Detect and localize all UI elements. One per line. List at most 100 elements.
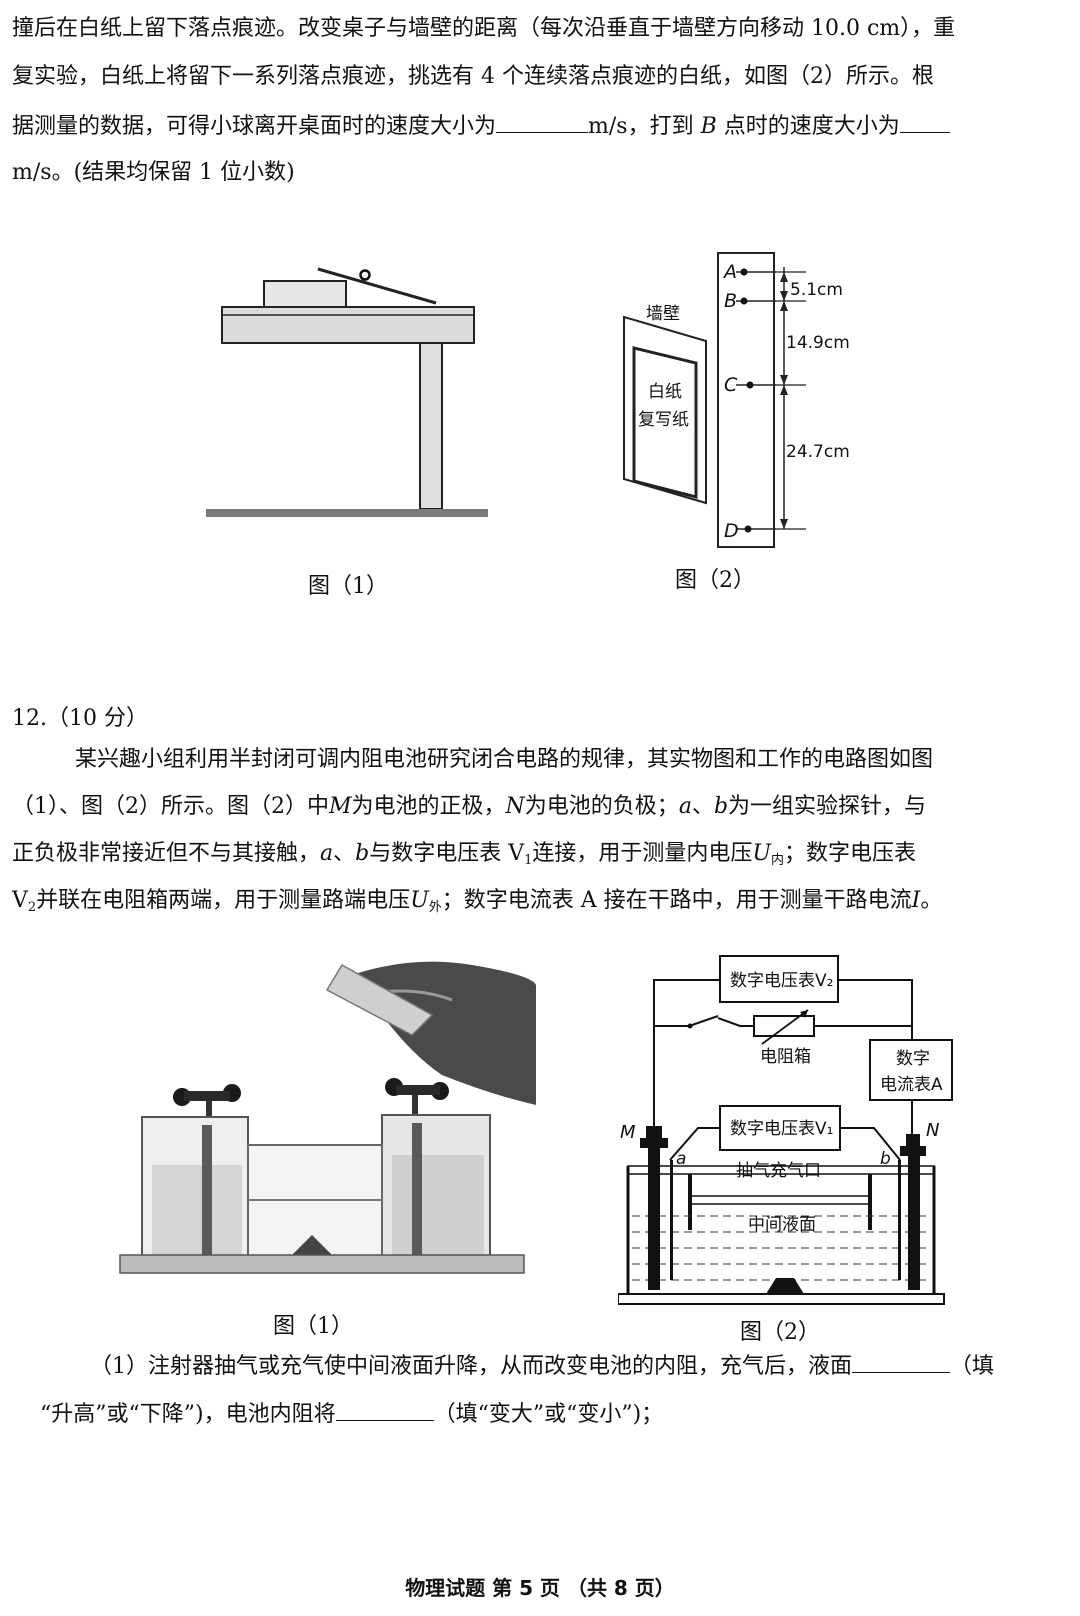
- wall-panel: 墙壁 白纸 复写纸: [623, 304, 707, 505]
- q12-line-3: 正负极非常接近但不与其接触，a、b与数字电压表 V1连接，用于测量内电压U内；数…: [12, 839, 916, 876]
- base-tray: [119, 1254, 525, 1274]
- p11-unit-1: m/s，打到: [588, 114, 694, 139]
- page-footer: 物理试题 第 5 页 （共 8 页）: [405, 1576, 675, 1600]
- glass-cell: [141, 1114, 491, 1258]
- a-symbol-2: a: [320, 841, 334, 866]
- fig11-2-caption: 图（2）: [675, 568, 755, 593]
- fig12-1-caption: 图（1）: [273, 1314, 353, 1339]
- dimension-lines: 5.1cm 14.9cm 24.7cm: [774, 267, 850, 530]
- wall-label: 墙壁: [646, 304, 680, 324]
- answer-blank-resistance[interactable]: [335, 1398, 434, 1421]
- q12-l4-text-2: ；数字电流表 A 接在干路中，用于测量干路电流: [441, 888, 912, 913]
- electrode-m: M: [620, 1122, 668, 1290]
- q12-1-text: （1）注射器抽气或充气使中间液面升降，从而改变电池的内阻，充气后，液面: [90, 1354, 852, 1379]
- q12-l4-text-3: 。: [920, 888, 943, 913]
- voltmeter-v2: 数字电压表V₂: [719, 955, 839, 1003]
- fig12-2-caption: 图（2）: [740, 1320, 820, 1345]
- q12-l2-text-4: 、: [691, 794, 714, 819]
- answer-blank-liquid-level[interactable]: [852, 1350, 950, 1373]
- q12-l2-text-3: 为电池的负极；: [524, 794, 679, 819]
- v2-symbol: V: [12, 888, 28, 913]
- u-inner-subscript: 内: [770, 853, 784, 868]
- q12-l3-text-2: 、: [333, 841, 356, 866]
- gas-inlet-label: 抽气充气口: [736, 1161, 821, 1181]
- p11-line-1: 撞后在白纸上留下落点痕迹。改变桌子与墙壁的距离（每次沿垂直于墙壁方向移动 10.…: [12, 16, 956, 41]
- u-inner-symbol: U: [752, 841, 771, 866]
- q12-1-line-1: （1）注射器抽气或充气使中间液面升降，从而改变电池的内阻，充气后，液面 （填: [90, 1350, 994, 1382]
- point-d-label: D: [724, 520, 739, 542]
- b-symbol-2: b: [355, 841, 370, 866]
- electrode-n: N: [900, 1120, 939, 1290]
- q12-1-text-3: “升高”或“下降”)，电池内阻将: [40, 1402, 336, 1427]
- voltmeter-v1: 数字电压表V₁: [719, 1105, 841, 1151]
- fig11-1-caption: 图（1）: [308, 574, 388, 599]
- impact-points: A B C D: [722, 261, 776, 542]
- gas-inlet: 抽气充气口 中间液面: [736, 1161, 821, 1235]
- q12-line-1: 某兴趣小组利用半封闭可调内阻电池研究闭合电路的规律，其实物图和工作的电路图如图: [75, 747, 934, 772]
- point-a-label: A: [722, 261, 737, 283]
- q12-header: 12.（10 分）: [12, 706, 148, 731]
- q12-l4-text: 并联在电阻箱两端，用于测量路端电压: [36, 888, 411, 913]
- m-symbol: M: [329, 794, 352, 819]
- left-electrode-knob: [173, 1084, 241, 1131]
- paper-label-2: 复写纸: [638, 410, 689, 430]
- p11-line-2: 复实验，白纸上将留下一系列落点痕迹，挑选有 4 个连续落点痕迹的白纸，如图（2）…: [12, 64, 934, 89]
- point-c-label: C: [724, 374, 738, 396]
- a-symbol: a: [678, 794, 692, 819]
- i-symbol: I: [911, 888, 921, 913]
- dist-ab-label: 5.1cm: [790, 280, 843, 300]
- probe-a-label: a: [676, 1149, 686, 1169]
- p11-line-3: 据测量的数据，可得小球离开桌面时的速度大小为 m/s，打到 B 点时的速度大小为: [12, 110, 950, 142]
- wires: [653, 979, 913, 1161]
- q12-l3-text-4: 连接，用于测量内电压: [532, 841, 753, 866]
- right-electrode-knob: [385, 1078, 449, 1125]
- voltmeter-v2-label: 数字电压表V₂: [730, 971, 833, 991]
- voltmeter-v1-label: 数字电压表V₁: [730, 1119, 833, 1139]
- fig11-2-paper-diagram: 墙壁 白纸 复写纸 A B C D 5.1cm 14.9cm 24.7cm: [623, 252, 850, 548]
- hand-with-syringe: [325, 961, 536, 1105]
- ammeter-label-2: 电流表A: [880, 1075, 943, 1095]
- resistor-label: 电阻箱: [760, 1047, 811, 1067]
- p11-line-4: m/s。(结果均保留 1 位小数): [12, 160, 295, 185]
- resistor-box: 电阻箱: [753, 1009, 815, 1067]
- q12-1-line-2: “升高”或“下降”)，电池内阻将 （填“变大”或“变小”)；: [40, 1398, 663, 1430]
- v1-subscript: 1: [524, 853, 533, 868]
- q12-l2-text-5: 为一组实验探针，与: [728, 794, 927, 819]
- fig12-1-apparatus-photo: [112, 955, 536, 1291]
- q12-1-text-4: （填“变大”或“变小”)；: [433, 1402, 664, 1427]
- floor: [206, 509, 488, 517]
- point-b-ref: B: [700, 114, 717, 139]
- p11-line-3-text: 据测量的数据，可得小球离开桌面时的速度大小为: [12, 114, 497, 139]
- p11-line-3-text-2: 点时的速度大小为: [723, 114, 900, 139]
- b-symbol: b: [713, 794, 729, 819]
- u-outer-subscript: 外: [428, 900, 442, 915]
- dist-bc-label: 14.9cm: [786, 333, 850, 353]
- table: [221, 306, 475, 510]
- q12-1-text-2: （填: [950, 1354, 995, 1379]
- switch: [687, 1015, 719, 1029]
- ammeter-label-1: 数字: [896, 1049, 930, 1069]
- point-b-label: B: [724, 290, 737, 312]
- fig12-2-circuit-diagram: 数字电压表V₂ 电阻箱 数字 电流表A 数字电压表V₁ M: [618, 955, 953, 1305]
- q12-l2-text-2: 为电池的正极，: [351, 794, 506, 819]
- answer-blank-speed-b[interactable]: [899, 110, 950, 133]
- u-outer-symbol: U: [410, 888, 429, 913]
- q12-l3-text-5: ；数字电压表: [784, 841, 917, 866]
- answer-blank-speed-leave[interactable]: [496, 110, 589, 133]
- ramp: [317, 267, 437, 305]
- q12-l2-text: （1）、图（2）所示。图（2）中: [12, 794, 329, 819]
- fig11-1-table-diagram: [206, 267, 488, 517]
- q12-line-4: V2并联在电阻箱两端，用于测量路端电压U外；数字电流表 A 接在干路中，用于测量…: [12, 886, 942, 923]
- electrode-n-label: N: [926, 1120, 939, 1141]
- paper-label-1: 白纸: [648, 382, 682, 402]
- probes: a b: [670, 1149, 901, 1280]
- dist-cd-label: 24.7cm: [786, 442, 850, 462]
- q12-l3-text-3: 与数字电压表 V: [369, 841, 525, 866]
- q12-l3-text: 正负极非常接近但不与其接触，: [12, 841, 321, 866]
- ammeter: 数字 电流表A: [869, 1039, 953, 1101]
- probe-b-label: b: [880, 1149, 891, 1169]
- book-on-table: [263, 280, 347, 308]
- v2-subscript: 2: [27, 900, 37, 915]
- battery-cell: [618, 1165, 945, 1305]
- electrode-m-label: M: [620, 1122, 636, 1143]
